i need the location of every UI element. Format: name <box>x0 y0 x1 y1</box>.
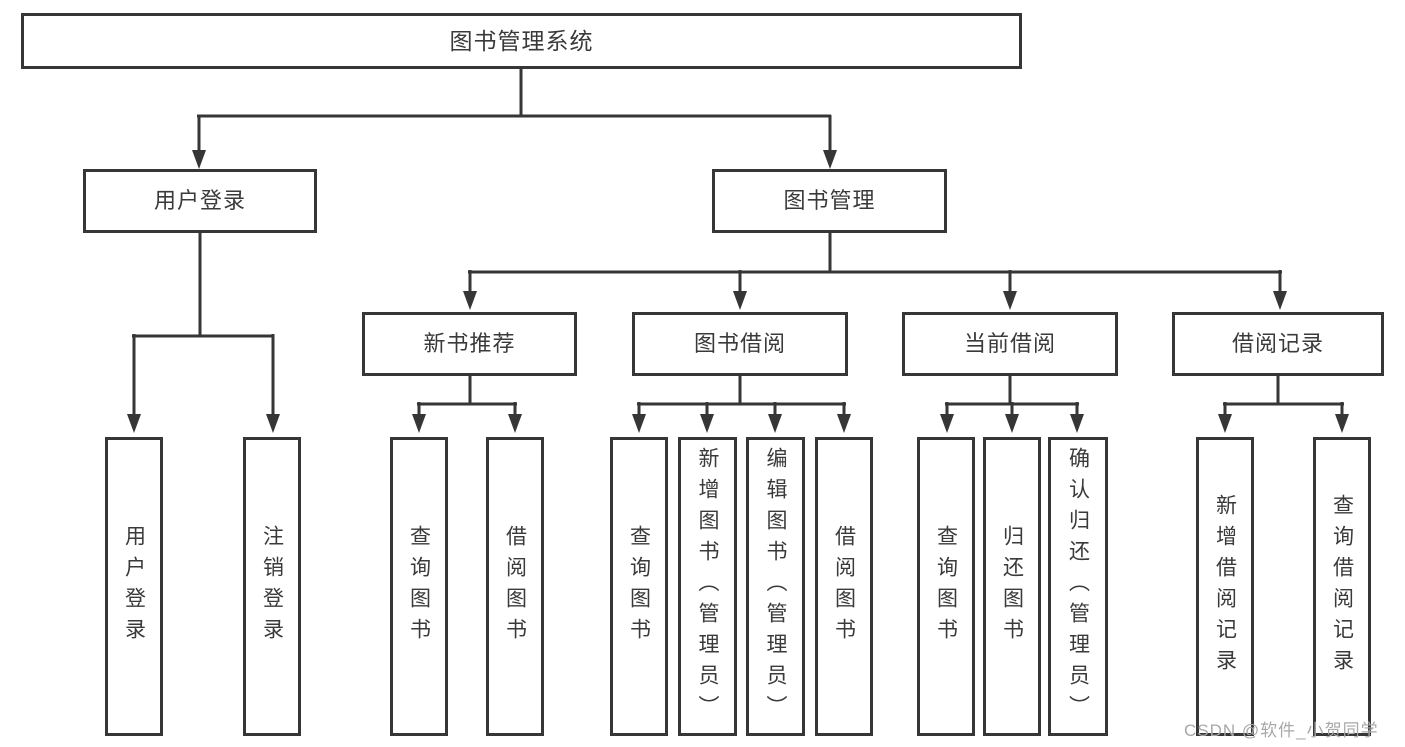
leaf-edit-books-admin: 编辑图书（管理员） <box>746 437 805 736</box>
leaf-add-books-admin: 新增图书（管理员） <box>678 437 737 736</box>
leaf-label: 查询借阅记录 <box>1330 493 1354 680</box>
leaf-query-books-borrow: 查询图书 <box>610 437 668 736</box>
leaf-label: 借阅图书 <box>503 524 527 649</box>
node-user-login: 用户登录 <box>83 169 317 233</box>
leaf-label: 确认归还（管理员） <box>1066 447 1090 726</box>
leaf-add-borrow-record: 新增借阅记录 <box>1196 437 1254 736</box>
node-borrowing-records: 借阅记录 <box>1172 312 1384 376</box>
leaf-query-books-current: 查询图书 <box>917 437 975 736</box>
leaf-label: 编辑图书（管理员） <box>764 447 787 726</box>
leaf-borrow-books-recommend: 借阅图书 <box>486 437 544 736</box>
leaf-borrow-books: 借阅图书 <box>815 437 873 736</box>
leaf-query-books-recommend: 查询图书 <box>390 437 448 736</box>
node-book-management: 图书管理 <box>712 169 947 233</box>
node-new-book-recommendation: 新书推荐 <box>362 312 577 376</box>
leaf-return-books: 归还图书 <box>983 437 1041 736</box>
leaf-label: 用户登录 <box>122 524 146 649</box>
leaf-label: 查询图书 <box>627 524 651 649</box>
leaf-label: 查询图书 <box>407 524 431 649</box>
leaf-label: 新增借阅记录 <box>1213 493 1237 680</box>
node-library-management-system: 图书管理系统 <box>21 13 1022 69</box>
leaf-confirm-return-admin: 确认归还（管理员） <box>1048 437 1108 736</box>
leaf-label: 借阅图书 <box>832 524 856 649</box>
leaf-query-borrow-record: 查询借阅记录 <box>1313 437 1371 736</box>
leaf-label: 查询图书 <box>934 524 958 649</box>
csdn-watermark: CSDN @软件_小贺同学 <box>1184 721 1379 740</box>
node-current-borrowing: 当前借阅 <box>902 312 1118 376</box>
leaf-user-login: 用户登录 <box>105 437 163 736</box>
leaf-label: 注销登录 <box>260 524 284 649</box>
node-book-borrowing: 图书借阅 <box>632 312 848 376</box>
leaf-label: 归还图书 <box>1000 524 1024 649</box>
leaf-logout: 注销登录 <box>243 437 301 736</box>
leaf-label: 新增图书（管理员） <box>696 447 719 726</box>
